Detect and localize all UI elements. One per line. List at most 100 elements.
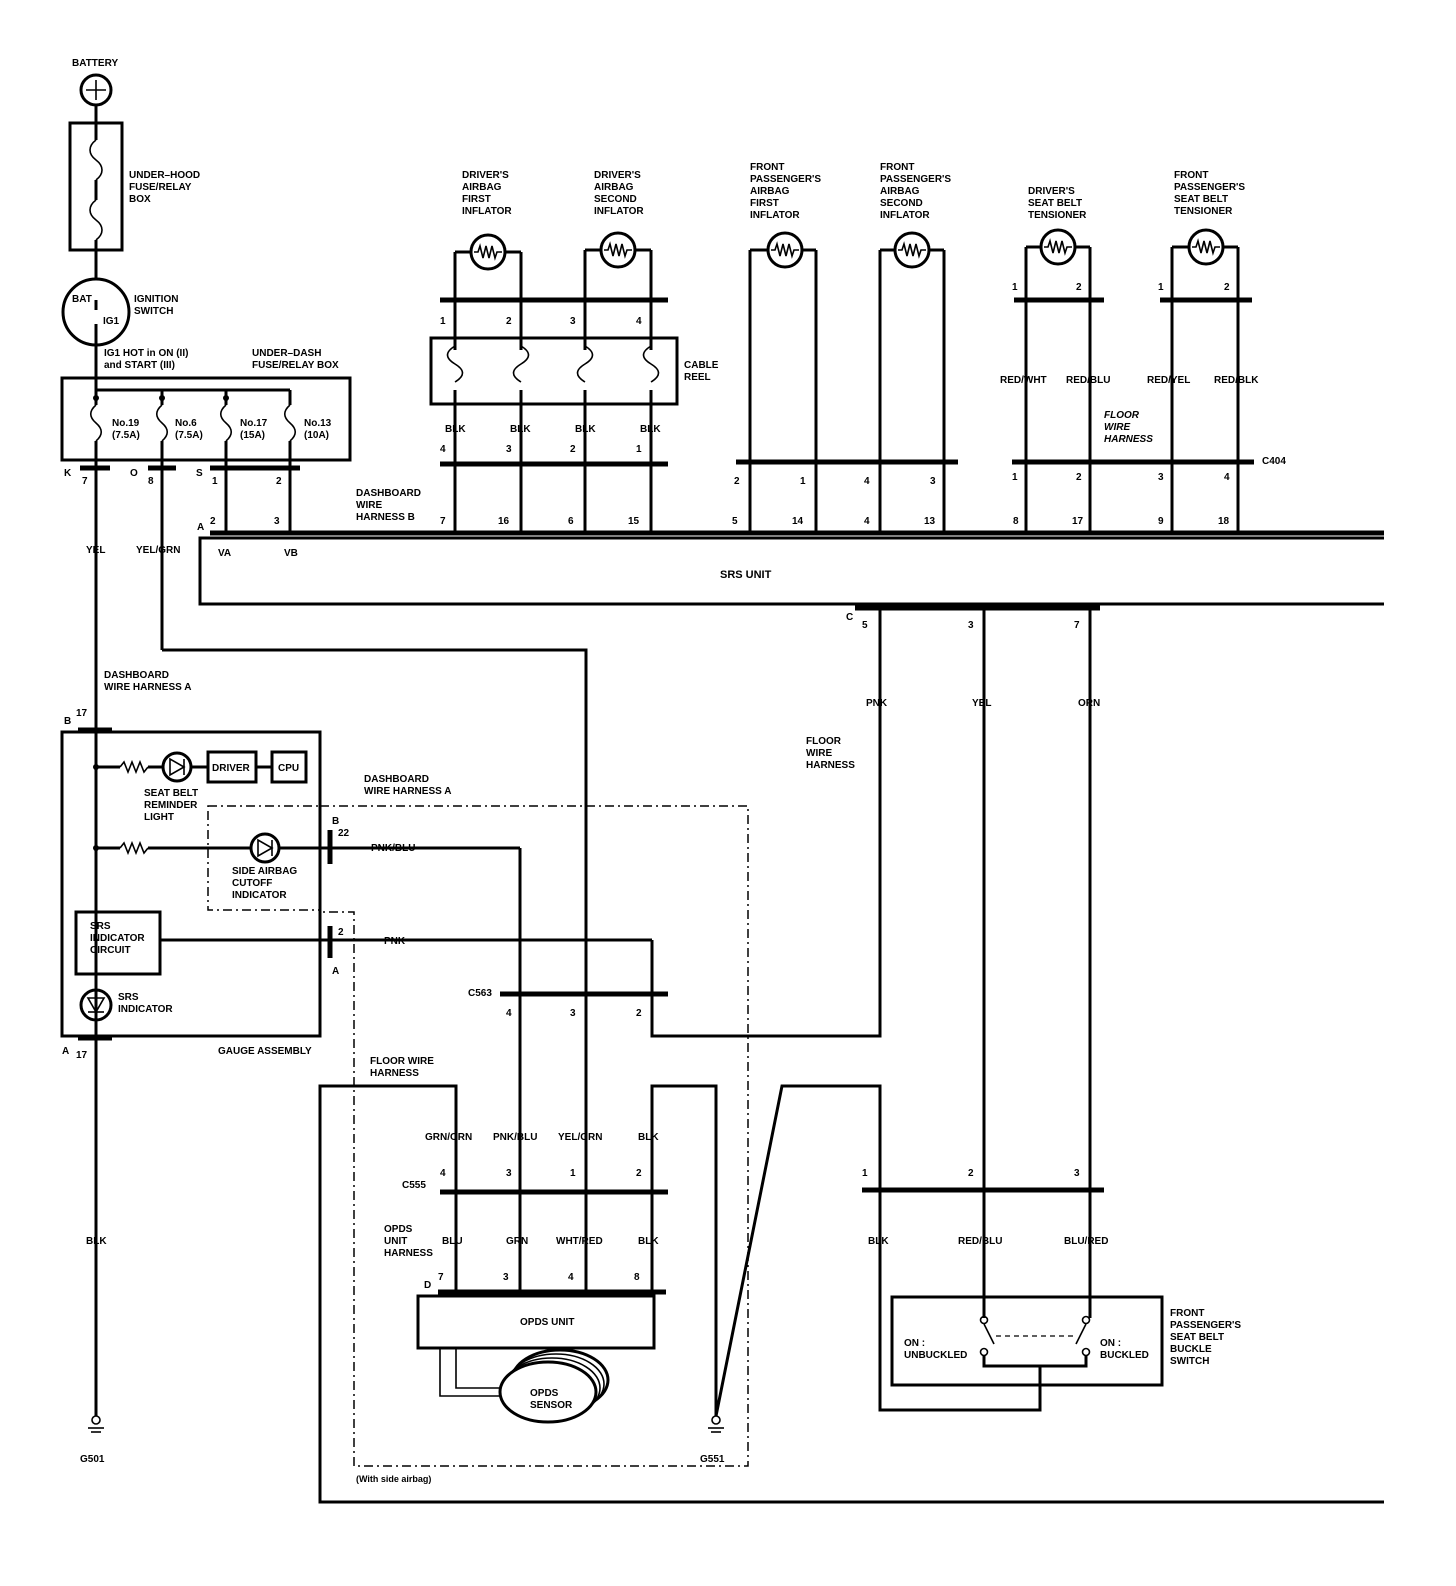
label-line: SECOND bbox=[594, 194, 637, 205]
ignition-bat: BAT bbox=[72, 294, 92, 305]
reel-bottom-pin-4: 4 bbox=[440, 444, 446, 455]
buckle-switch-box bbox=[890, 1295, 1164, 1387]
ig1-hot-label: IG1 HOT in ON (II)and START (III) bbox=[104, 348, 188, 371]
label-line: BUCKLED bbox=[1100, 1350, 1149, 1361]
srs-a-pin2: 2 bbox=[210, 516, 216, 527]
opds-color-blk: BLK bbox=[638, 1236, 659, 1247]
label-line: DRIVER'S bbox=[594, 170, 641, 181]
opds-unit-label: OPDS UNIT bbox=[520, 1317, 574, 1328]
label-line: CUTOFF bbox=[232, 878, 272, 889]
drv-blk-1: BLK bbox=[445, 424, 466, 435]
label-line: INDICATOR bbox=[90, 933, 145, 944]
c563-pin-3: 3 bbox=[570, 1008, 576, 1019]
c404-label: C404 bbox=[1262, 456, 1286, 467]
reel-top-pin-3: 3 bbox=[570, 316, 576, 327]
fuse-1-rating: (7.5A) bbox=[112, 430, 140, 441]
label-line: TENSIONER bbox=[1028, 210, 1087, 221]
buckle-switch-contacts bbox=[979, 1315, 1091, 1368]
label-line: HARNESS bbox=[384, 1248, 433, 1259]
wire-yel-grn: YEL/GRN bbox=[136, 545, 180, 556]
srs-pin-13: 13 bbox=[924, 516, 936, 527]
srs-pin-8: 8 bbox=[1013, 516, 1019, 527]
opds-pin-3: 3 bbox=[503, 1272, 509, 1283]
label-line: INDICATOR bbox=[118, 1004, 173, 1015]
label-line: TENSIONER bbox=[1174, 206, 1233, 217]
label-line: BUCKLE bbox=[1170, 1344, 1212, 1355]
c563-pin-2: 2 bbox=[636, 1008, 642, 1019]
label-line: AIRBAG bbox=[594, 182, 634, 193]
fp-pin-4: 4 bbox=[864, 476, 870, 487]
conn-k-pin: 7 bbox=[82, 476, 88, 487]
label-line: LIGHT bbox=[144, 812, 174, 823]
label-line: UNDER–DASH bbox=[252, 348, 321, 359]
label-line: DASHBOARD bbox=[104, 670, 169, 681]
label-line: HARNESS bbox=[806, 760, 855, 771]
drv-tens-pin-1: 1 bbox=[1012, 282, 1018, 293]
label-line: SEAT BELT bbox=[144, 788, 198, 799]
label-line: UNDER–HOOD bbox=[129, 170, 200, 181]
label-line: INDICATOR bbox=[232, 890, 287, 901]
fuse-1-name: No.19 bbox=[112, 418, 140, 429]
label-line: SRS bbox=[90, 921, 111, 932]
c563-pin-4: 4 bbox=[506, 1008, 512, 1019]
buckle-pin-2: 2 bbox=[968, 1168, 974, 1179]
opds-conn-d: D bbox=[424, 1280, 431, 1291]
label-line: SENSOR bbox=[530, 1400, 573, 1411]
label-line: FRONT bbox=[1174, 170, 1208, 181]
conn-s-pin2: 2 bbox=[276, 476, 282, 487]
gauge-b17: 17 bbox=[76, 708, 88, 719]
srs-conn-c: C bbox=[846, 612, 853, 623]
opds-sensor bbox=[498, 1348, 610, 1424]
fuse-3-rating: (15A) bbox=[240, 430, 265, 441]
drv-blk-4: BLK bbox=[640, 424, 661, 435]
reel-bottom-pin-2: 2 bbox=[570, 444, 576, 455]
label-line: AIRBAG bbox=[750, 186, 790, 197]
label-line: IG1 HOT in ON (II) bbox=[104, 348, 188, 359]
c563-label: C563 bbox=[468, 988, 492, 999]
label-line: PASSENGER'S bbox=[1174, 182, 1245, 193]
label-line: WIRE bbox=[806, 748, 832, 759]
fuse-no17 bbox=[219, 390, 233, 468]
gauge-conn-b: B bbox=[332, 816, 339, 827]
conn-s-pin1: 1 bbox=[212, 476, 218, 487]
buckle-color-blu-red: BLU/RED bbox=[1064, 1236, 1108, 1247]
label-line: ON : bbox=[904, 1338, 925, 1349]
fuse-4-name: No.13 bbox=[304, 418, 332, 429]
label-line: DASHBOARD bbox=[356, 488, 421, 499]
c404-pin-3: 3 bbox=[1158, 472, 1164, 483]
label-line: AIRBAG bbox=[880, 186, 920, 197]
reel-bottom-pin-1: 1 bbox=[636, 444, 642, 455]
dashboard-harness-a-boundary bbox=[320, 805, 749, 1467]
srs-pin-4: 4 bbox=[864, 516, 870, 527]
opds-pin-8: 8 bbox=[634, 1272, 640, 1283]
srs-pin-5: 5 bbox=[732, 516, 738, 527]
with-side-airbag-label: (With side airbag) bbox=[356, 1474, 431, 1484]
label-line: OPDS bbox=[384, 1224, 413, 1235]
side-cutoff-dashed-box bbox=[207, 805, 321, 911]
opds-color-wht-red: WHT/RED bbox=[556, 1236, 603, 1247]
label-line: UNIT bbox=[384, 1236, 407, 1247]
srs-indicator bbox=[79, 988, 113, 1022]
reel-top-pin-2: 2 bbox=[506, 316, 512, 327]
battery-label: BATTERY bbox=[72, 58, 118, 69]
c555-pin-2: 2 bbox=[636, 1168, 642, 1179]
c404-pin-4: 4 bbox=[1224, 472, 1230, 483]
ground-g551-symbol bbox=[708, 1415, 724, 1433]
srs-pin-15: 15 bbox=[628, 516, 640, 527]
battery-symbol bbox=[79, 73, 113, 107]
buckle-pin-3: 3 bbox=[1074, 1168, 1080, 1179]
wire-pnk-blu: PNK/BLU bbox=[371, 843, 415, 854]
cable-reel-box bbox=[429, 336, 679, 406]
srs-c-pin-5: 5 bbox=[862, 620, 868, 631]
